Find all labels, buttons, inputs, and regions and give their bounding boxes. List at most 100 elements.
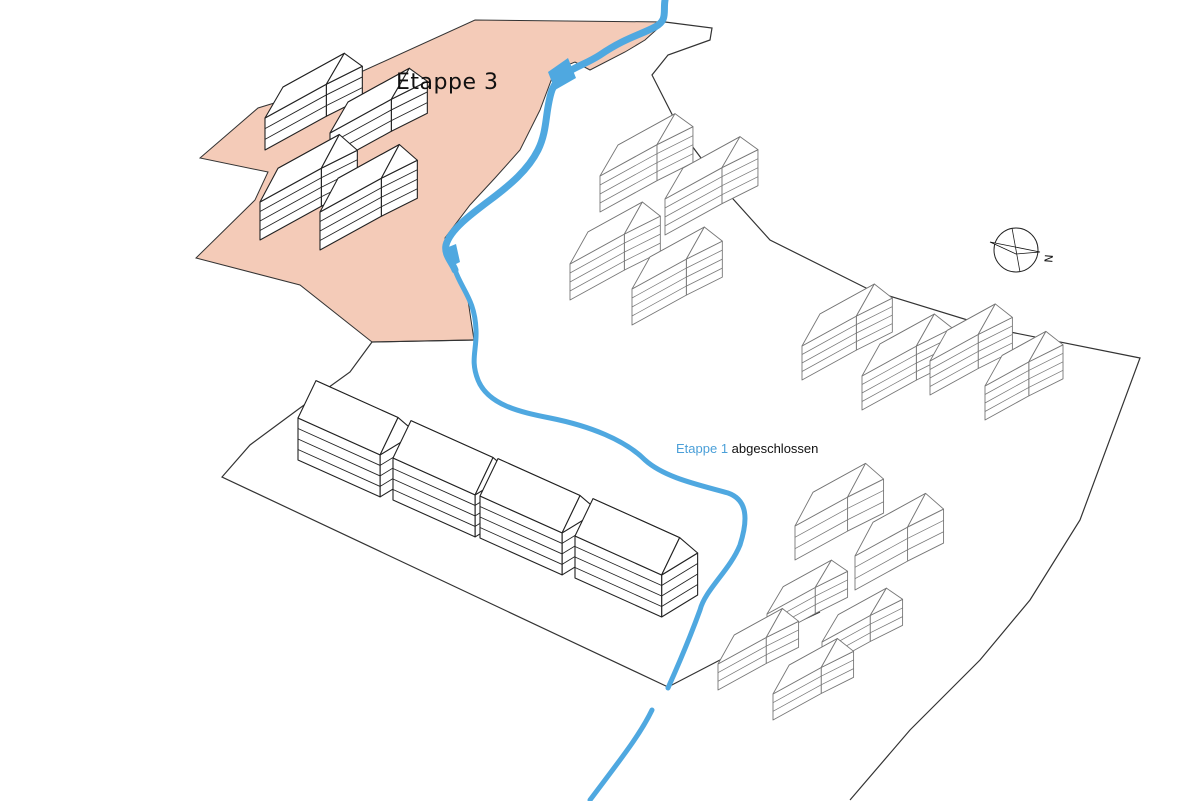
building-floor-line: [479, 527, 563, 565]
building-floor-line: [984, 378, 1029, 404]
river-widening-mid: [446, 244, 460, 266]
river-widening-top: [548, 58, 576, 90]
building-floor-line: [574, 567, 662, 607]
building-face: [765, 608, 800, 638]
building-18: [772, 638, 855, 721]
building-floor-line: [587, 201, 643, 233]
building-floor-line: [315, 380, 399, 418]
building-face: [561, 494, 599, 534]
building-17: [717, 608, 800, 691]
building-floor-line: [599, 153, 658, 186]
building-floor-line: [391, 91, 428, 111]
building-floor-line: [282, 52, 345, 88]
building-floor-line: [766, 629, 799, 647]
building-floor-line: [1001, 331, 1047, 356]
building-face: [623, 201, 661, 235]
building-floor-line: [946, 303, 996, 331]
building-13: [794, 462, 885, 561]
etappe-3-label: Etappe 3: [396, 70, 499, 95]
building-face: [814, 559, 849, 588]
building-11: [929, 303, 1013, 396]
building-4: [319, 143, 418, 251]
building-floor-line: [783, 559, 832, 587]
building-floor-line: [861, 354, 917, 385]
building-floor-line: [599, 171, 658, 204]
building-floor-line: [569, 242, 625, 274]
building-floor-line: [856, 314, 893, 334]
building-9: [801, 283, 893, 381]
building-floor-line: [789, 638, 838, 666]
building-floor-line: [801, 332, 857, 364]
building-floor-line: [978, 334, 1013, 352]
building-floor-line: [856, 323, 893, 342]
building-floor-line: [624, 224, 661, 244]
buildings-group: [259, 52, 1064, 721]
building-floor-line: [721, 158, 759, 177]
building-floor-line: [381, 188, 418, 208]
building-floor-line: [259, 177, 322, 212]
building-floor-line: [801, 324, 857, 355]
compass-icon: [989, 227, 1041, 273]
building-floor-line: [838, 587, 887, 615]
building-floor-line: [319, 196, 382, 232]
building-floor-line: [772, 675, 822, 703]
building-floor-line: [929, 351, 979, 379]
building-floor-line: [337, 144, 400, 179]
building-floor-line: [815, 588, 848, 606]
building-floor-line: [734, 608, 783, 636]
building-floor-line: [821, 668, 854, 686]
building-floor-line: [264, 94, 327, 130]
building-floor-line: [847, 501, 884, 521]
building-floor-line: [391, 102, 428, 121]
river-lower-segment: [452, 267, 748, 691]
building-floor-line: [617, 113, 676, 146]
building-floor-line: [861, 362, 917, 394]
building-floor-line: [682, 136, 741, 169]
building-floor-line: [821, 659, 854, 677]
building-14: [854, 492, 945, 591]
building-floor-line: [766, 638, 799, 656]
building-floor-line: [686, 249, 723, 269]
building-floor-line: [392, 468, 476, 506]
building-floor-line: [392, 478, 476, 517]
building-floor-line: [819, 283, 875, 315]
building-face: [380, 143, 418, 179]
building-floor-line: [264, 105, 327, 140]
building-floor-line: [661, 563, 698, 586]
building-floor-line: [721, 167, 759, 186]
building-floor-line: [661, 573, 698, 597]
building-floor-line: [381, 178, 418, 198]
building-floor-line: [686, 258, 723, 278]
building-floor-line: [847, 490, 884, 509]
etappe-1-label-highlight: Etappe 1: [676, 441, 729, 456]
building-floor-line: [686, 267, 723, 287]
building-floor-line: [592, 498, 680, 538]
building-face: [915, 313, 953, 347]
building-face: [1028, 330, 1064, 363]
building-floor-line: [599, 162, 658, 195]
building-floor-line: [717, 645, 767, 673]
building-floor-line: [661, 584, 698, 607]
building-floor-line: [321, 159, 358, 179]
building-floor-line: [872, 493, 926, 523]
building-floor-line: [631, 285, 687, 317]
etappe-3-area: [195, 19, 667, 343]
building-floor-line: [277, 134, 340, 169]
building-floor-line: [1028, 352, 1064, 371]
building-floor-line: [907, 520, 944, 539]
building-face: [820, 638, 855, 668]
building-face: [325, 52, 363, 85]
building-floor-line: [656, 144, 694, 163]
building-face: [320, 133, 358, 169]
building-face: [721, 136, 759, 169]
building-floor-line: [815, 579, 848, 597]
building-face: [847, 462, 885, 498]
building-face: [685, 226, 723, 260]
building-floor-line: [794, 519, 848, 549]
building-12: [984, 330, 1064, 421]
building-floor-line: [907, 531, 944, 551]
building-floor-line: [392, 489, 476, 527]
building-floor-line: [381, 169, 418, 189]
building-floor-line: [978, 342, 1013, 361]
